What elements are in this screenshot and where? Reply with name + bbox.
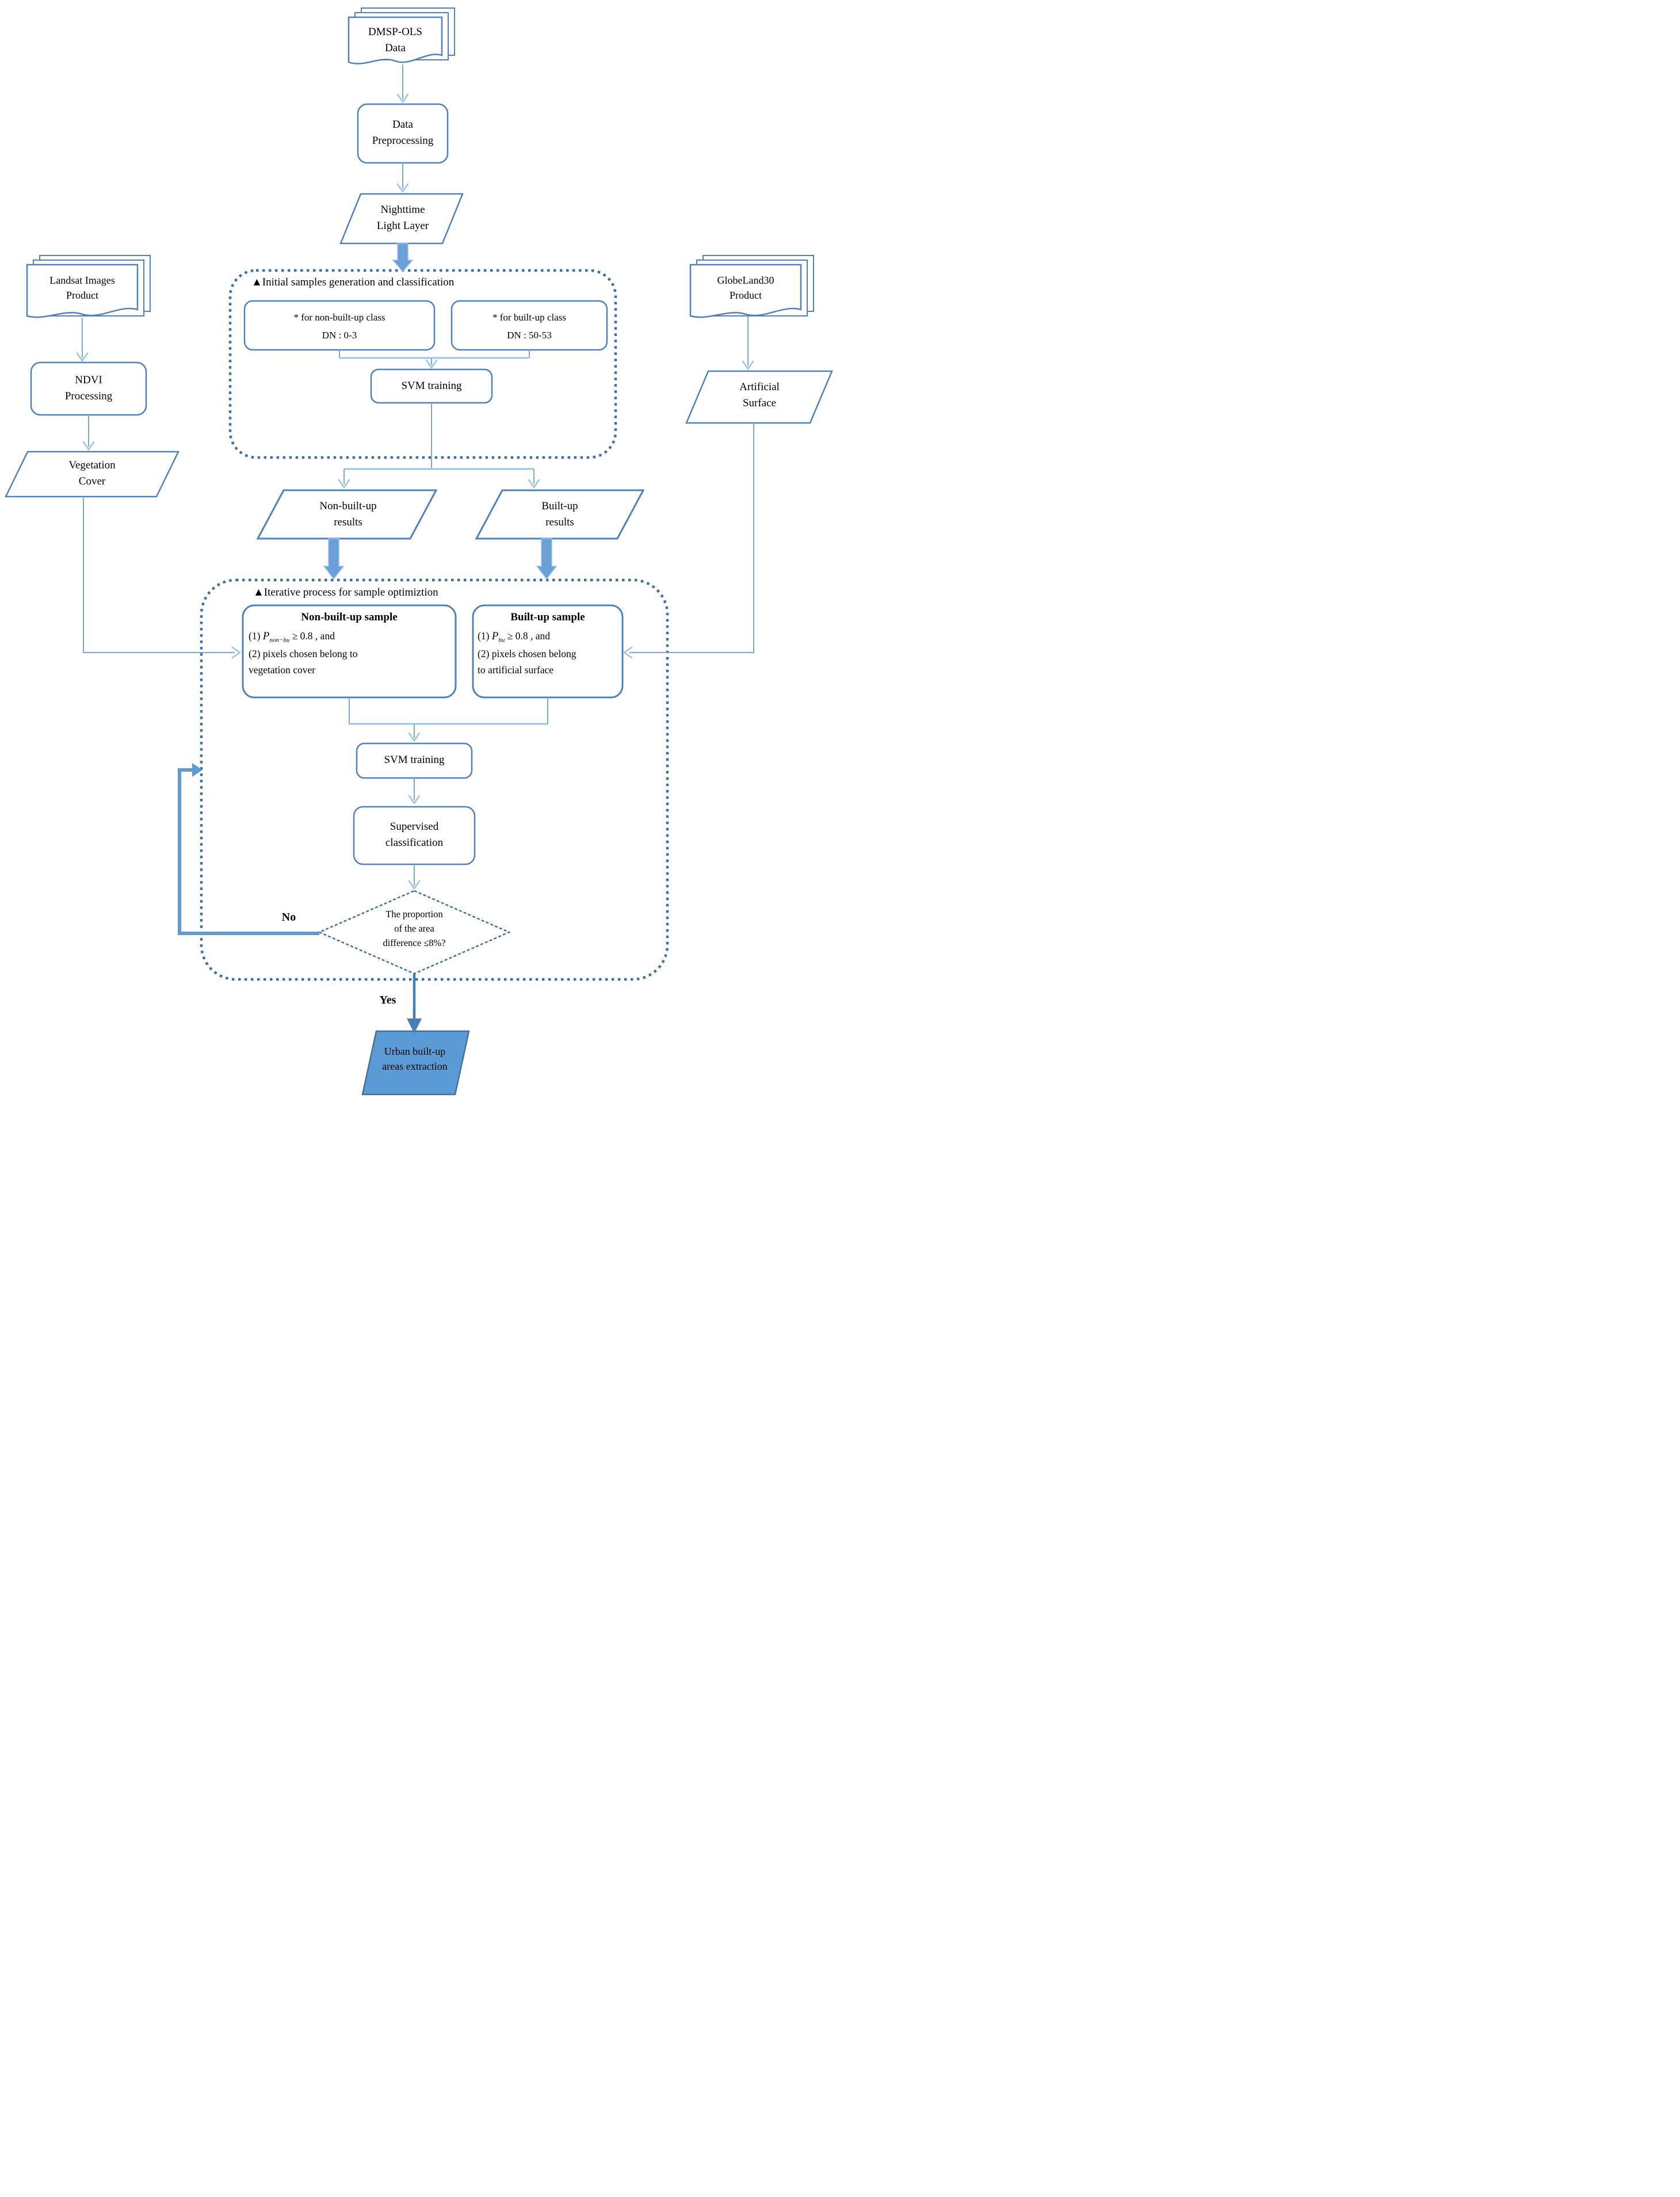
arrow-globeland-to-artificial [742,316,754,371]
urban-extraction-label: Urban built-up areas extraction [382,1046,448,1073]
decision-label: The proportion of the area difference ≤8… [383,909,446,948]
connector-merge-to-svm1 [339,350,530,369]
yes-arrow [407,974,422,1033]
non-built-results-label: Non-built-up results [319,500,377,528]
block-arrow-nighttime-to-stage1 [392,243,414,273]
built-results-shape [475,489,645,540]
arrow-ndvi-to-vegetation [82,415,95,451]
connector-svm1-to-results [338,403,540,489]
artificial-surface-label: Artificial Surface [739,381,780,409]
stage2-dotted-container [200,578,669,981]
urban-extraction-shape [361,1030,470,1096]
vegetation-cover-label: Vegetation Cover [68,459,116,487]
block-arrow-nonbuilt-results-to-stage2 [323,538,345,580]
arrow-svm2-to-supervised [408,778,421,805]
arrow-dmsp-to-preprocessing [396,64,409,104]
data-preprocessing-label: Data Preprocessing [372,119,434,147]
feed-vegetation-to-sample [83,497,242,659]
non-built-results-shape [256,489,438,540]
arrow-preprocessing-to-nighttime [396,163,409,193]
built-condition-1: (1) Pbu ≥ 0.8 , and [478,630,551,644]
globeland-document-shape [689,255,814,318]
nighttime-light-label: Nighttime Light Layer [376,204,429,232]
non-built-sample-label: Non-built-up sample (1) Pnon−bu ≥ 0.8 , … [249,609,450,678]
stage1-title: ▲Initial samples generation and classifi… [251,276,455,288]
dmsp-document-shape [348,7,455,64]
built-class-label: * for built-up class DN : 50-53 [492,312,566,341]
dmsp-data-label: DMSP-OLS Data [368,26,422,54]
landsat-document-shape [26,255,151,318]
connector-samples-to-svm2 [349,697,548,742]
block-arrow-built-results-to-stage2 [536,538,558,580]
non-built-condition-1: (1) Pnon−bu ≥ 0.8 , and [249,630,335,644]
no-label: No [281,911,296,924]
nighttime-light-shape [339,193,464,245]
flowchart-canvas: DMSP-OLS Data Data Preprocessing Nightti… [0,0,840,1098]
built-results-label: Built-up results [541,500,578,528]
ndvi-label: NDVI Processing [64,374,113,402]
stage1-dotted-container [228,269,617,459]
stage2-title: ▲Iterative process for sample optimiztio… [253,586,438,598]
feed-artificial-to-sample [623,423,754,659]
svm-training-1-label: SVM training [401,380,462,392]
landsat-label: Landsat Images Product [49,274,115,302]
yes-label: Yes [379,994,396,1006]
artificial-surface-shape [685,370,833,424]
flowchart-shapes-layer [5,7,833,1096]
svm-training-2-label: SVM training [384,754,445,766]
arrow-landsat-to-ndvi [76,318,89,363]
supervised-classification-label: Supervised classification [385,821,444,849]
no-loop-arrow [178,763,319,935]
built-sample-label: Built-up sample (1) Pbu ≥ 0.8 , and (2) … [478,609,618,678]
arrow-supervised-to-decision [408,864,421,890]
vegetation-cover-shape [5,451,180,498]
globeland-label: GlobeLand30 Product [717,274,774,302]
non-built-class-label: * for non-built-up class DN : 0-3 [293,312,385,341]
